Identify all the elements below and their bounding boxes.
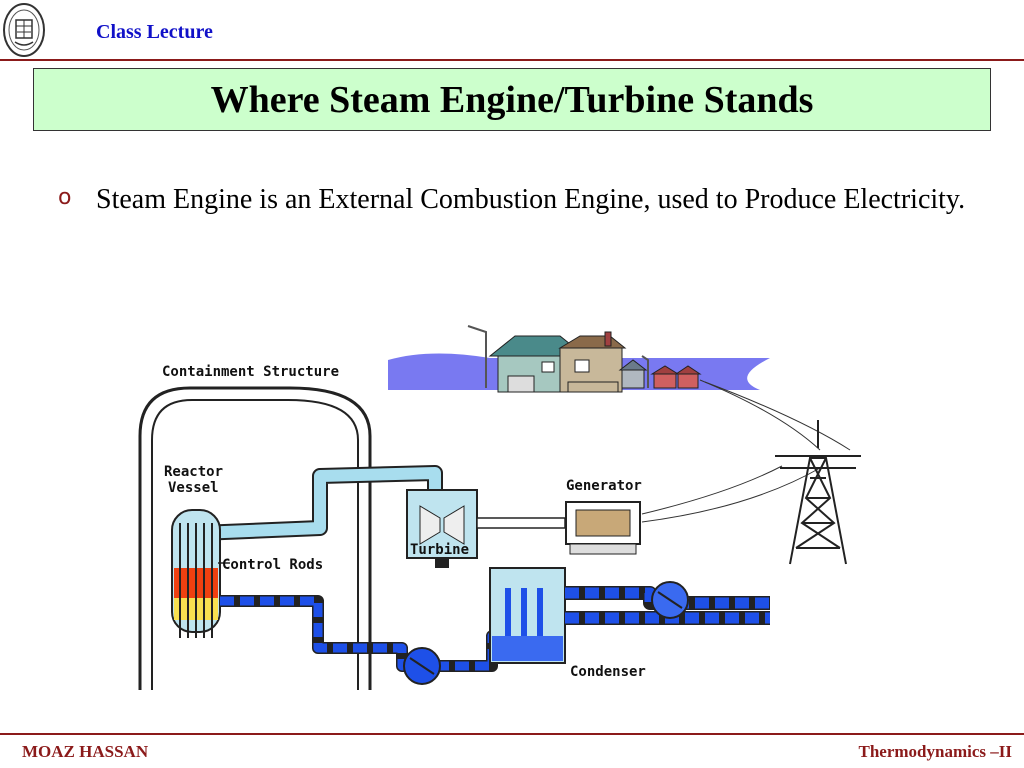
label-reactor-line1: Reactor bbox=[164, 464, 223, 480]
turbine bbox=[406, 489, 478, 559]
bullet-item: Steam Engine is an External Combustion E… bbox=[96, 184, 966, 215]
label-turbine: Turbine bbox=[410, 542, 469, 558]
label-condenser: Condenser bbox=[570, 664, 646, 680]
footer-course: Thermodynamics –II bbox=[858, 742, 1012, 761]
bottom-divider bbox=[0, 733, 1024, 735]
turbine-shaft bbox=[476, 517, 566, 529]
power-line bbox=[641, 467, 821, 523]
label-generator: Generator bbox=[566, 478, 642, 494]
generator bbox=[565, 501, 641, 555]
circle-bullet-icon: o bbox=[58, 185, 72, 210]
header-label: Class Lecture bbox=[96, 21, 213, 43]
power-line bbox=[641, 465, 783, 515]
label-control-rods: Control Rods bbox=[222, 557, 323, 573]
university-seal-icon bbox=[2, 2, 46, 58]
small-houses-icon bbox=[618, 359, 702, 389]
house-icon bbox=[488, 331, 627, 393]
top-divider bbox=[0, 59, 1024, 61]
containment-structure bbox=[138, 386, 372, 690]
street-lamp-small bbox=[641, 355, 649, 388]
label-reactor-line2: Vessel bbox=[168, 480, 219, 496]
street-lamp bbox=[467, 325, 487, 388]
footer-author: MOAZ HASSAN bbox=[22, 742, 149, 761]
nuclear-power-plant-diagram: Containment Structure Reactor Vessel Con… bbox=[138, 325, 861, 690]
label-containment-structure: Containment Structure bbox=[162, 364, 339, 380]
slide-title: Where Steam Engine/Turbine Stands bbox=[210, 78, 814, 121]
reactor-vessel bbox=[171, 509, 221, 638]
power-line bbox=[704, 381, 851, 451]
slide-title-box: Where Steam Engine/Turbine Stands bbox=[33, 68, 991, 131]
transmission-tower-icon bbox=[775, 420, 861, 565]
condenser bbox=[489, 567, 566, 664]
power-line bbox=[699, 379, 821, 451]
